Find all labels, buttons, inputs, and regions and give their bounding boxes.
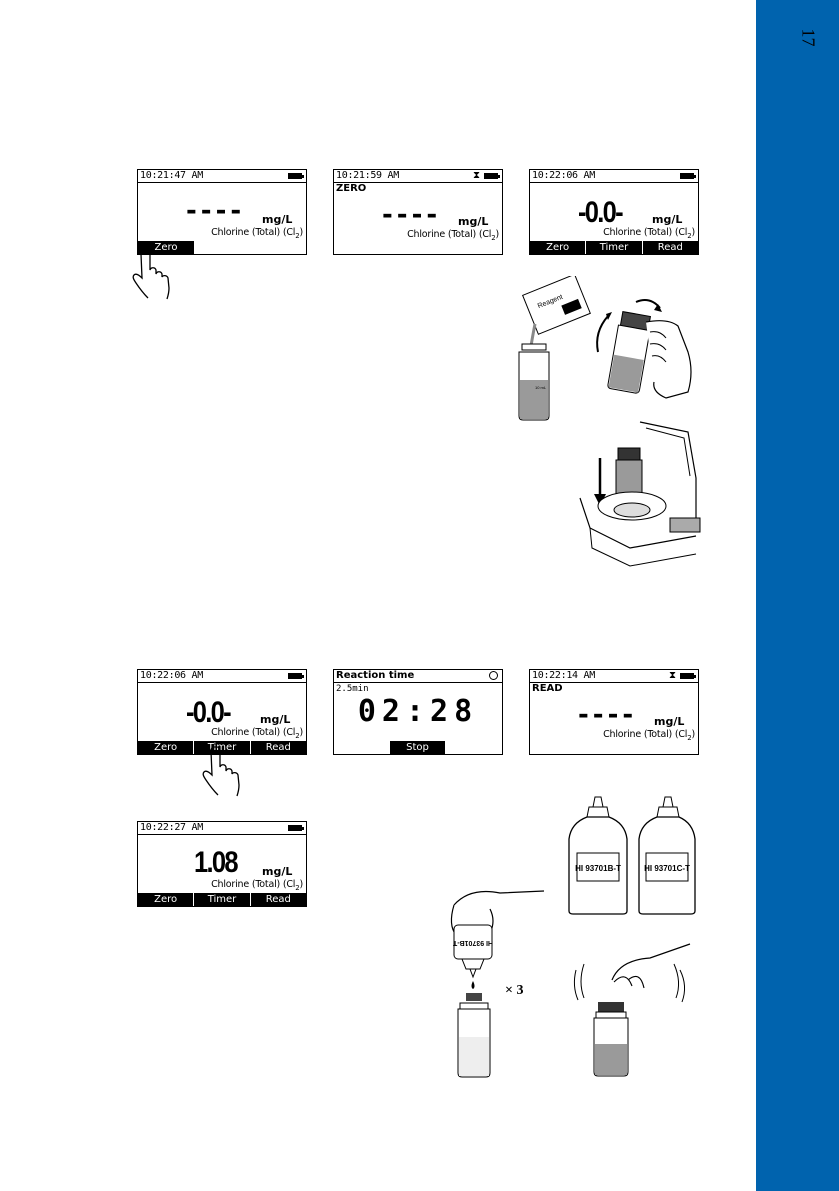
page-number: 17 (798, 28, 819, 47)
clock: 10:22:14 AM (532, 670, 595, 681)
softkey-bar: Zero (138, 241, 306, 254)
drop-count: × 3 (505, 983, 524, 998)
status-bar: 10:21:59 AM ⧗ (334, 170, 502, 183)
status-bar: 10:22:14 AM ⧗ (530, 670, 698, 683)
section-sidebar (756, 0, 839, 1191)
status-bar: 10:22:06 AM (138, 670, 306, 683)
parameter-label: Chlorine (Total) (Cl2) (603, 729, 695, 742)
add-drops-illustration: HI 93701B-T (450, 890, 545, 1078)
reading-placeholder: ---- (382, 200, 442, 230)
battery-icon (288, 825, 304, 831)
pointing-hand-icon (202, 746, 240, 797)
timer-softkey[interactable]: Timer (194, 893, 251, 906)
softkey-bar: Zero Timer Read (138, 741, 306, 754)
unit-label: mg/L (652, 213, 683, 226)
read-softkey[interactable]: Read (642, 241, 698, 254)
parameter-label: Chlorine (Total) (Cl2) (211, 879, 303, 892)
softkey-bar: Zero Timer Read (138, 893, 306, 906)
softkey-blank (334, 741, 390, 754)
stop-softkey[interactable]: Stop (389, 741, 447, 754)
hourglass-icon: ⧗ (668, 670, 676, 681)
reading-placeholder: ---- (578, 700, 638, 730)
svg-text:HI 93701B-T: HI 93701B-T (452, 939, 493, 946)
softkey-bar: Stop (334, 741, 502, 754)
unit-label: mg/L (262, 865, 293, 878)
svg-text:HI 93701C-T: HI 93701C-T (644, 864, 690, 873)
battery-icon (288, 173, 304, 179)
reading-placeholder: ---- (186, 196, 246, 226)
svg-text:HI 93701B-T: HI 93701B-T (575, 864, 621, 873)
softkey-bar: Zero Timer Read (530, 241, 698, 254)
clock: 10:22:06 AM (532, 170, 595, 181)
parameter-label: Chlorine (Total) (Cl2) (407, 229, 499, 242)
battery-icon (680, 173, 696, 179)
reagent-bottles-illustration: HI 93701B-T HI 93701C-T (568, 796, 696, 915)
softkey-blank (446, 741, 502, 754)
reading-value: 1.08 (194, 846, 239, 879)
zero-softkey[interactable]: Zero (138, 741, 195, 754)
screen-title: Reaction time (336, 670, 415, 681)
status-bar: 10:22:27 AM (138, 822, 306, 835)
battery-icon (680, 673, 696, 679)
battery-icon (484, 173, 500, 179)
meter-screen-zeroed: 10:22:06 AM -0.0- mg/L Chlorine (Total) … (529, 169, 699, 255)
zero-softkey[interactable]: Zero (138, 241, 195, 254)
clock: 10:21:59 AM (336, 170, 399, 181)
zero-softkey[interactable]: Zero (530, 241, 587, 254)
parameter-label: Chlorine (Total) (Cl2) (603, 227, 695, 240)
battery-icon (288, 673, 304, 679)
meter-screen-reading: 10:22:14 AM ⧗ READ ---- mg/L Chlorine (T… (529, 669, 699, 755)
softkey-blank (195, 241, 306, 254)
timer-softkey[interactable]: Timer (194, 741, 251, 754)
pointing-hand-icon (132, 249, 170, 300)
meter-screen-result: 10:22:27 AM 1.08 mg/L Chlorine (Total) (… (137, 821, 307, 907)
read-softkey[interactable]: Read (250, 893, 306, 906)
unit-label: mg/L (654, 715, 685, 728)
status-bar: 10:22:06 AM (530, 170, 698, 183)
clock: 10:22:27 AM (140, 822, 203, 833)
hourglass-icon: ⧗ (472, 170, 480, 181)
mode-label: READ (532, 683, 563, 694)
reagent-packet-pour-illustration: Reagent 10 mL (518, 276, 591, 421)
parameter-label: Chlorine (Total) (Cl2) (211, 727, 303, 740)
swirl-vial-illustration (573, 943, 691, 1077)
timer-duration: 2.5min (336, 684, 369, 694)
meter-screen-reaction-timer: Reaction time 2.5min 02:28 Stop (333, 669, 503, 755)
meter-screen-zeroing: 10:21:59 AM ⧗ ZERO ---- mg/L Chlorine (T… (333, 169, 503, 255)
meter-screen-timer-prompt: 10:22:06 AM -0.0- mg/L Chlorine (Total) … (137, 669, 307, 755)
clock: 10:21:47 AM (140, 170, 203, 181)
status-bar: 10:21:47 AM (138, 170, 306, 183)
reading-value: -0.0- (578, 196, 624, 229)
svg-text:10 mL: 10 mL (535, 385, 547, 390)
unit-label: mg/L (262, 213, 293, 226)
parameter-label: Chlorine (Total) (Cl2) (211, 227, 303, 240)
countdown-value: 02:28 (357, 694, 479, 729)
unit-label: mg/L (458, 215, 489, 228)
insert-vial-illustration (579, 421, 701, 567)
mode-label: ZERO (336, 183, 367, 194)
timer-softkey[interactable]: Timer (586, 241, 643, 254)
status-bar: Reaction time (334, 670, 502, 683)
stopwatch-icon (489, 671, 498, 680)
reading-value: -0.0- (186, 696, 232, 729)
meter-screen-zero-prompt: 10:21:47 AM ---- mg/L Chlorine (Total) (… (137, 169, 307, 255)
unit-label: mg/L (260, 713, 291, 726)
zero-softkey[interactable]: Zero (138, 893, 195, 906)
read-softkey[interactable]: Read (250, 741, 306, 754)
shake-vial-illustration (596, 299, 692, 399)
clock: 10:22:06 AM (140, 670, 203, 681)
